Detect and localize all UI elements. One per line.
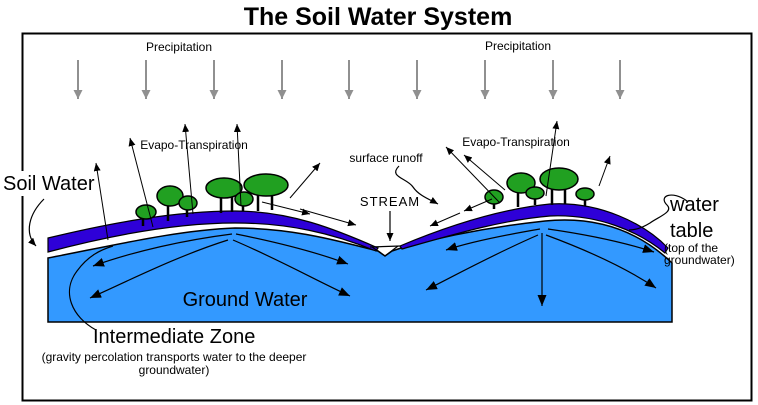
evapo-transpiration-label-left: Evapo-Transpiration (140, 138, 248, 152)
soil-layer-right (399, 203, 669, 254)
evapo-arrow (545, 120, 560, 197)
tree-icon (205, 177, 243, 213)
flow-arrow (92, 233, 233, 267)
tree-icon (575, 187, 595, 206)
leader-lines (28, 165, 688, 331)
flow-arrow (545, 234, 657, 289)
runoff-arrows (261, 198, 493, 227)
page-title: The Soil Water System (244, 3, 513, 31)
flow-arrow (89, 239, 229, 299)
ground-water-label: Ground Water (183, 289, 308, 311)
evapo-arrow (233, 123, 242, 207)
stream-surface-line (369, 245, 401, 248)
runoff-arrow (463, 198, 493, 212)
groundwater-flow-arrows-left (89, 233, 351, 299)
intermediate-zone-label: Intermediate Zone (93, 326, 255, 348)
tree-icon (525, 186, 545, 205)
precipitation-label-left: Precipitation (146, 40, 212, 54)
evapo-arrows-right (445, 120, 611, 204)
water-table-sublabel-line1: (top of the (664, 241, 718, 255)
evapo-arrows-left (93, 123, 321, 241)
precipitation-arrows (73, 60, 625, 99)
flow-arrow (445, 228, 541, 251)
evapo-arrow (93, 162, 109, 241)
soil-water-label-bg (0, 171, 94, 196)
tree-icon (234, 191, 254, 211)
stream-label: STREAM (360, 194, 420, 209)
intermediate-zone-sublabel-line1: (gravity percolation transports water to… (42, 350, 307, 364)
stream-notch (369, 245, 401, 257)
evapo-arrow (463, 154, 506, 191)
runoff-arrow (429, 212, 461, 227)
trees-left (135, 173, 289, 226)
runoff-arrow (261, 201, 311, 216)
flow-arrow (235, 233, 349, 265)
tree-icon (506, 172, 536, 207)
stream-bank-line (371, 245, 399, 257)
flow-arrow (232, 239, 351, 297)
intermediate-zone-leader (68, 245, 114, 331)
water-table-label-line2: table (670, 220, 713, 242)
evapo-arrow (128, 137, 154, 228)
trees-right (484, 167, 595, 209)
water-table-leader (628, 194, 688, 231)
intermediate-zone-sublabel-line2: groundwater) (139, 363, 210, 377)
evapo-transpiration-label-right: Evapo-Transpiration (462, 135, 570, 149)
evapo-arrow (445, 146, 501, 204)
flow-arrow (425, 234, 539, 291)
surface-runoff-leader (395, 165, 439, 205)
tree-icon (243, 173, 289, 211)
evapo-arrow (182, 123, 194, 215)
surface-runoff-label: surface runoff (349, 151, 423, 165)
tree-icon (135, 204, 157, 226)
water-table-label-line1: water (669, 194, 719, 216)
groundwater-flow-arrows-right (425, 228, 657, 306)
tree-icon (156, 185, 184, 221)
evapo-arrow (598, 155, 611, 187)
water-table-sublabel-line2: groundwater) (664, 253, 735, 267)
evapo-arrow (289, 162, 321, 199)
flow-arrow (547, 228, 655, 253)
runoff-arrow (299, 208, 357, 227)
precipitation-label-right: Precipitation (485, 39, 551, 53)
soil-layer-left (47, 210, 379, 253)
soil-water-label: Soil Water (3, 173, 95, 195)
soil-water-leader (28, 198, 45, 247)
